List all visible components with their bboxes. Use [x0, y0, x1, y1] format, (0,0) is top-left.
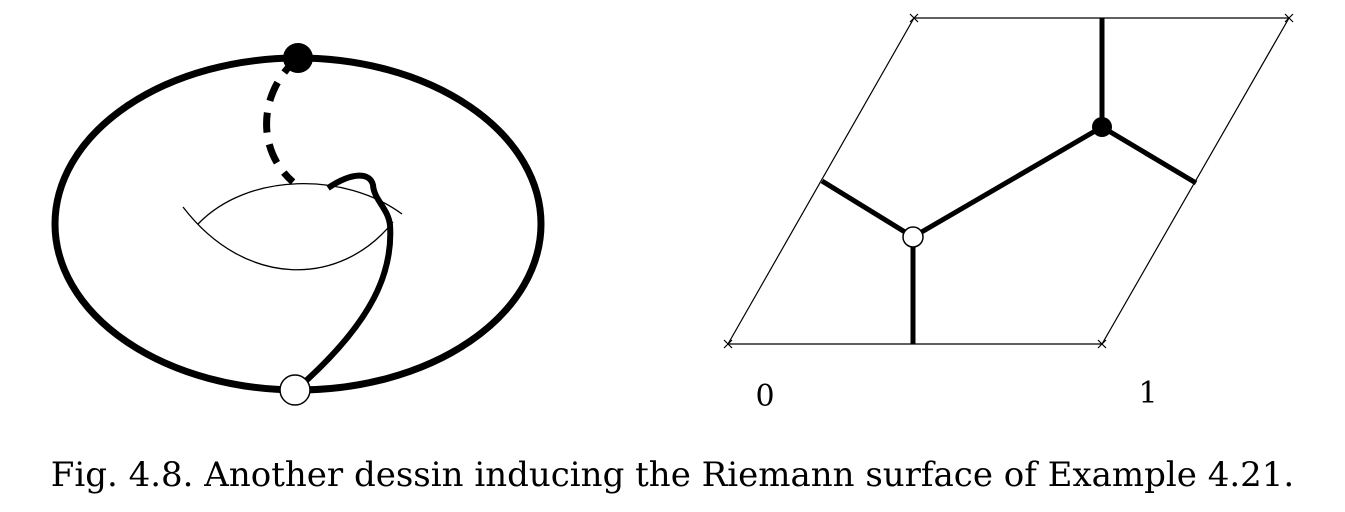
lattice-white-vertex: [902, 226, 924, 248]
dessin-front-edge: [296, 172, 394, 391]
edge-black-to-right: [1100, 124, 1198, 186]
dessin-hidden-edge: [263, 55, 301, 185]
edge-white-to-left: [820, 178, 915, 240]
unit-label: 1: [1138, 376, 1157, 411]
torus-diagram: [51, 43, 545, 406]
torus-white-vertex: [279, 374, 311, 406]
dessin-figure: 0 1: [51, 13, 1294, 414]
corner-cross-marks: [723, 13, 1294, 349]
torus-hole-lower-curve: [182, 206, 394, 271]
origin-label: 0: [755, 379, 774, 414]
torus-black-vertex: [283, 43, 313, 73]
edge-white-to-black: [911, 124, 1104, 240]
dessin-edges: [820, 18, 1198, 344]
lattice-black-vertex: [1092, 117, 1112, 137]
figure-caption: Fig. 4.8. Another dessin inducing the Ri…: [50, 455, 1295, 495]
lattice-diagram: 0 1: [723, 13, 1294, 414]
torus-outer-contour: [51, 54, 545, 394]
